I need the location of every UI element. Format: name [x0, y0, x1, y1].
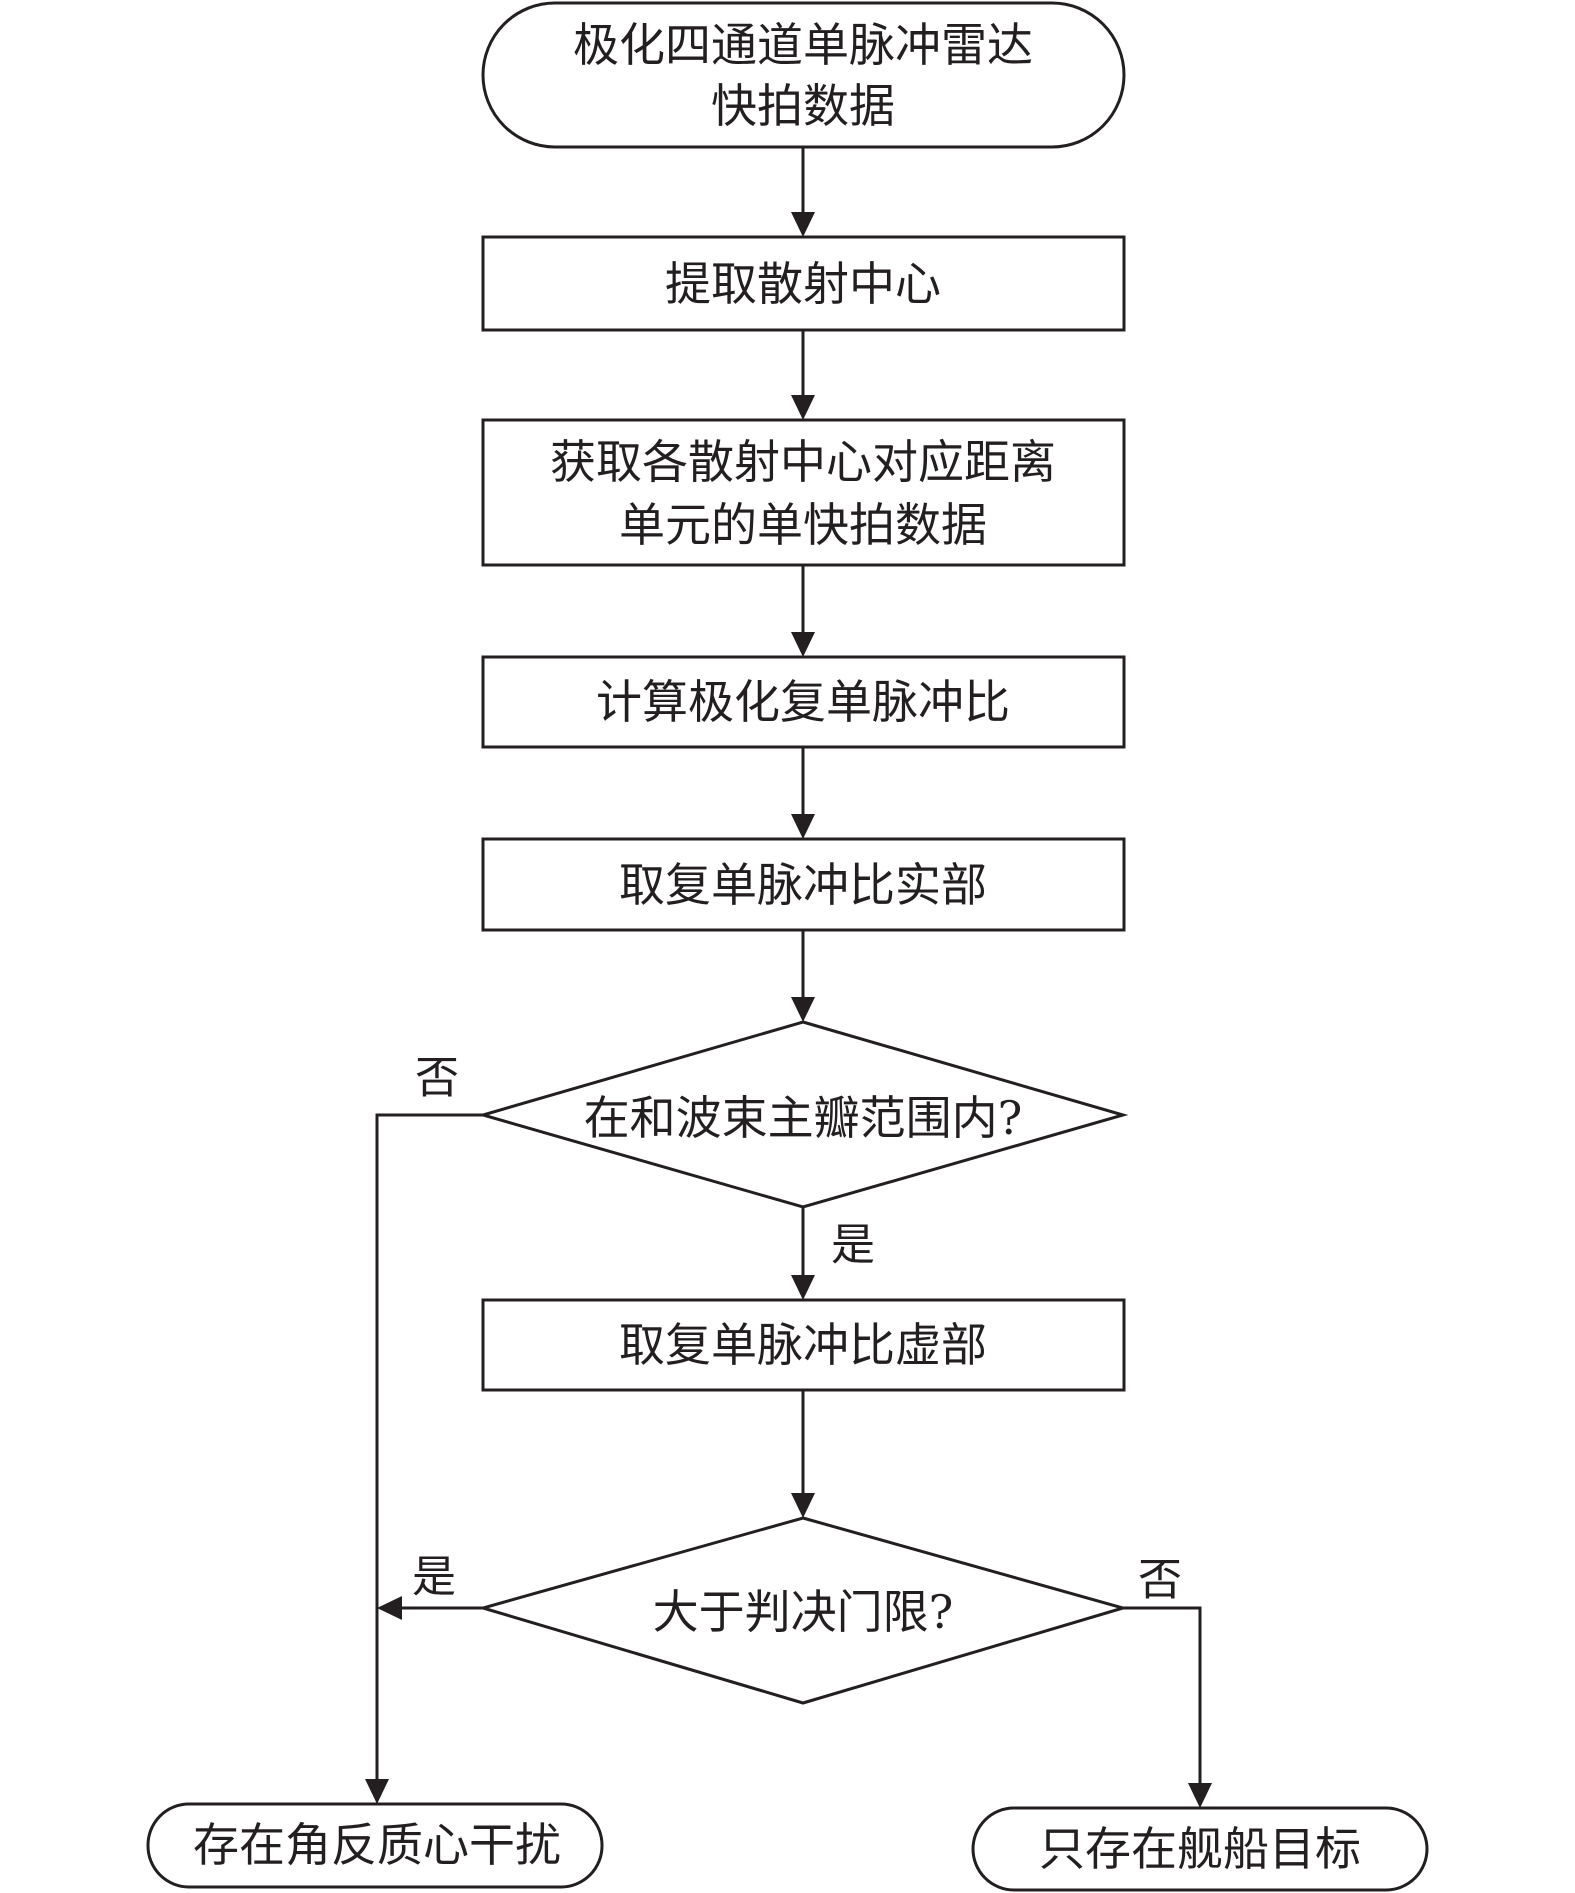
- snapshot-data-box: 获取各散射中心对应距离 单元的单快拍数据: [481, 418, 1126, 567]
- decision2-yes-label: 是: [412, 1552, 456, 1603]
- imag-part-box: 取复单脉冲比虚部: [481, 1298, 1126, 1392]
- compute-ratio-label: 计算极化复单脉冲比: [596, 675, 1010, 729]
- start-terminal: 极化四通道单脉冲雷达 快拍数据: [481, 1, 1126, 149]
- extract-scatter-box: 提取散射中心: [481, 235, 1126, 332]
- mainlobe-decision-diamond: 在和波束主瓣范围内?: [477, 1020, 1129, 1209]
- arrow-snapshot-to-compute: [791, 565, 815, 657]
- decision1-yes-label: 是: [831, 1220, 875, 1271]
- real-part-box: 取复单脉冲比实部: [481, 837, 1126, 932]
- threshold-decision-label: 大于判决门限?: [653, 1585, 954, 1639]
- arrow-imag-to-decision2: [791, 1390, 815, 1518]
- imag-part-label: 取复单脉冲比虚部: [619, 1318, 987, 1372]
- mainlobe-decision-label: 在和波束主瓣范围内?: [584, 1091, 1023, 1145]
- arrow-decision2-no-to-ship: [1123, 1606, 1212, 1808]
- arrow-decision1-no-to-interference: [365, 1113, 483, 1804]
- arrow-decision1-yes-to-imag: [791, 1207, 815, 1300]
- real-part-label: 取复单脉冲比实部: [619, 858, 987, 912]
- start-label-line2: 快拍数据: [711, 79, 895, 133]
- arrow-extract-to-snapshot: [791, 330, 815, 420]
- snapshot-label-line1: 获取各散射中心对应距离: [550, 435, 1056, 489]
- arrow-start-to-extract: [791, 147, 815, 237]
- compute-ratio-box: 计算极化复单脉冲比: [481, 655, 1126, 749]
- start-label-line1: 极化四通道单脉冲雷达: [573, 18, 1033, 72]
- decision1-no-label: 否: [415, 1053, 459, 1104]
- interference-label: 存在角反质心干扰: [193, 1818, 561, 1872]
- decision2-no-label: 否: [1138, 1555, 1182, 1606]
- ship-only-terminal: 只存在舰船目标: [971, 1806, 1429, 1892]
- interference-terminal: 存在角反质心干扰: [146, 1802, 604, 1889]
- arrow-real-to-decision1: [791, 930, 815, 1022]
- extract-scatter-label: 提取散射中心: [665, 257, 941, 311]
- ship-only-label: 只存在舰船目标: [1039, 1822, 1361, 1876]
- snapshot-label-line2: 单元的单快拍数据: [619, 498, 987, 552]
- arrow-decision2-yes-to-interference: [377, 1596, 483, 1620]
- arrow-compute-to-real: [791, 747, 815, 839]
- threshold-decision-diamond: 大于判决门限?: [477, 1516, 1129, 1705]
